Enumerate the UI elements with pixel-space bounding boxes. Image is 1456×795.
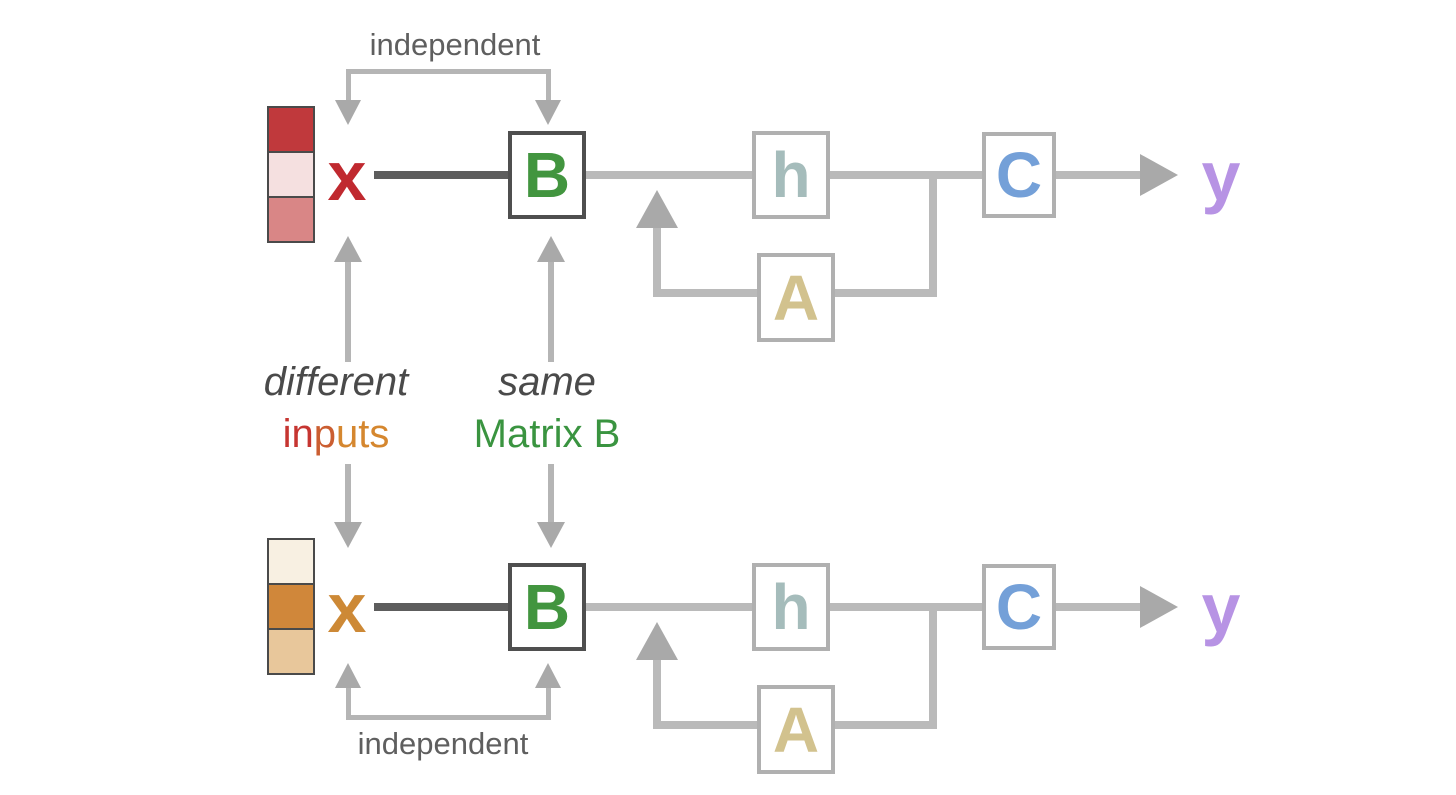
ssm-diagram-bottom: x B h C y A <box>0 432 1456 792</box>
input-vector-cell <box>269 630 313 673</box>
feedback-arrowhead-icon <box>636 190 678 228</box>
connector-x-to-b <box>374 171 510 179</box>
output-label-y-top: y <box>1201 137 1241 215</box>
annotation-independent-bottom: independent <box>357 726 529 761</box>
output-arrowhead-icon <box>1140 154 1178 196</box>
annotation-independent-top: independent <box>369 27 541 62</box>
connector-h-to-c <box>828 603 984 611</box>
connector-c-to-y <box>1056 171 1144 179</box>
feedback-branch-line <box>929 607 937 725</box>
block-h-label: h <box>771 139 811 211</box>
block-h-bottom: h <box>752 563 830 651</box>
input-label-x-top: x <box>327 137 367 215</box>
input-vector-top <box>267 106 315 243</box>
annotation-inputs-part3: uts <box>336 412 390 456</box>
middle-down-arrow-left-head-icon <box>334 522 362 548</box>
bracket-bottom-right-arrowhead-icon <box>535 663 561 688</box>
bracket-bottom-left-line <box>346 687 351 720</box>
block-h-label: h <box>771 571 811 643</box>
bracket-top-right-arrowhead-icon <box>535 100 561 125</box>
input-vector-cell <box>269 198 313 241</box>
block-a-top: A <box>757 253 835 342</box>
output-arrowhead-icon <box>1140 586 1178 628</box>
connector-h-to-c <box>828 171 984 179</box>
bracket-top-left-line <box>346 69 351 103</box>
annotation-inputs: inputs <box>222 412 450 457</box>
feedback-up-line <box>653 656 661 724</box>
connector-b-to-h <box>586 603 754 611</box>
bracket-bottom-left-arrowhead-icon <box>335 663 361 688</box>
block-c-label: C <box>995 571 1043 643</box>
block-a-label: A <box>772 693 820 766</box>
input-vector-cell <box>269 108 313 151</box>
feedback-arrowhead-icon <box>636 622 678 660</box>
block-c-label: C <box>995 139 1043 211</box>
bracket-top-horizontal <box>346 69 551 74</box>
input-vector-bottom <box>267 538 315 675</box>
feedback-branch-line <box>929 175 937 293</box>
bracket-top-right-line <box>546 69 551 103</box>
middle-up-arrow-right-line <box>548 260 554 362</box>
block-b-bottom: B <box>508 563 586 651</box>
input-vector-cell <box>269 540 313 583</box>
annotation-inputs-part1: in <box>282 412 314 456</box>
middle-up-arrow-left-head-icon <box>334 236 362 262</box>
annotation-different: different <box>263 360 409 404</box>
feedback-up-line <box>653 224 661 292</box>
annotation-matrix-b: Matrix B <box>473 412 621 456</box>
connector-b-to-h <box>586 171 754 179</box>
middle-down-arrow-right-line <box>548 464 554 524</box>
input-vector-cell <box>269 153 313 196</box>
connector-x-to-b <box>374 603 510 611</box>
block-b-label: B <box>523 139 571 211</box>
output-label-y-bottom: y <box>1201 569 1241 647</box>
middle-down-arrow-right-head-icon <box>537 522 565 548</box>
annotation-inputs-part2: p <box>313 412 337 456</box>
block-h-top: h <box>752 131 830 219</box>
block-c-bottom: C <box>982 564 1056 650</box>
annotation-same: same <box>498 360 596 404</box>
block-b-top: B <box>508 131 586 219</box>
block-c-top: C <box>982 132 1056 218</box>
middle-up-arrow-right-head-icon <box>537 236 565 262</box>
bracket-bottom-right-line <box>546 687 551 720</box>
bracket-top-left-arrowhead-icon <box>335 100 361 125</box>
bracket-bottom-horizontal <box>346 715 551 720</box>
middle-down-arrow-left-line <box>345 464 351 524</box>
block-b-label: B <box>523 571 571 643</box>
block-a-label: A <box>772 261 820 334</box>
block-a-bottom: A <box>757 685 835 774</box>
ssm-diagram-top: x B h C y A <box>0 0 1456 360</box>
input-vector-cell <box>269 585 313 628</box>
input-label-x-bottom: x <box>327 569 367 647</box>
connector-c-to-y <box>1056 603 1144 611</box>
middle-up-arrow-left-line <box>345 260 351 362</box>
